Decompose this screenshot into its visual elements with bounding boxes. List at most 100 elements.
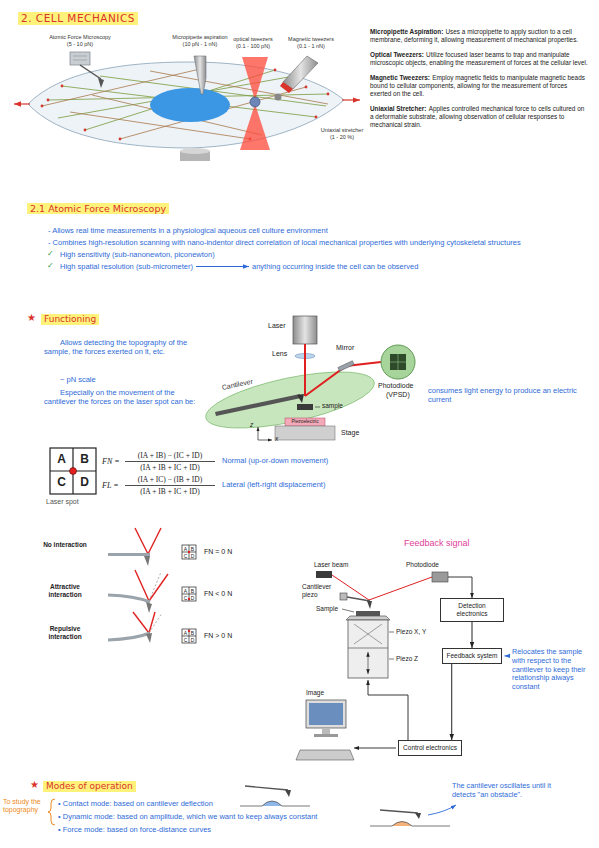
interaction-sketch — [108, 528, 196, 643]
figure-label: Lens — [272, 350, 287, 358]
cell-illustration-part-part — [84, 129, 87, 132]
handwritten-note: ~ pN scale — [60, 375, 96, 384]
cell-illustration-part — [242, 57, 268, 100]
afm-setup-part — [285, 418, 325, 426]
box-text: Control electronics — [403, 744, 457, 752]
interaction-sketch-part — [182, 552, 196, 553]
section-heading: Modes of operation — [43, 781, 136, 792]
quadrant-letter: B — [189, 546, 196, 552]
afm-setup-part — [258, 427, 259, 440]
mode-sketch-part — [285, 790, 291, 797]
afm-setup — [201, 316, 415, 440]
mode-sketch-part — [240, 801, 310, 806]
afm-setup-part — [215, 394, 301, 416]
cell-illustration-part — [73, 56, 87, 57]
figure-label: (VPSD) — [386, 391, 410, 399]
quadrant-letter: A — [50, 452, 73, 466]
cell-illustration-part-part — [41, 105, 44, 108]
formula: FL = — [102, 481, 119, 491]
star-mark: ★ — [27, 312, 36, 324]
quadrant-letter: B — [189, 630, 196, 636]
figure-label: (0.1 - 1 nN) — [283, 43, 339, 50]
flow-arrow — [451, 664, 452, 740]
cell-illustration-part-part — [47, 99, 50, 102]
feedback-loop-sketch-part — [448, 577, 472, 598]
feedback-loop-sketch-part — [309, 703, 343, 725]
feedback-loop-sketch-part — [322, 728, 330, 734]
figure-label: Laser spot — [46, 498, 79, 506]
handwritten-note: anything occurring inside the cell can b… — [252, 262, 418, 271]
interaction-sketch-part — [108, 633, 150, 640]
formula: (IA + IB) − (IC + ID) — [125, 451, 215, 460]
mode-sketch-part — [370, 822, 450, 827]
feedback-loop-sketch-part — [356, 611, 380, 616]
feedback-loop-sketch-part — [354, 624, 382, 644]
interaction-sketch-part — [189, 545, 190, 559]
mode-sketch-part — [245, 786, 288, 790]
feedback-loop-sketch-part — [368, 652, 369, 674]
feedback-loop-sketch-part — [367, 601, 372, 609]
quadrant-letter: D — [189, 553, 196, 559]
box-text: Feedback system — [447, 652, 498, 660]
feedback-loop-sketch-part — [296, 750, 354, 760]
cell-illustration-part-part — [327, 93, 330, 96]
feedback-loop-sketch-part — [389, 659, 394, 660]
mode-sketch-part — [380, 810, 418, 813]
cell-illustration-part-part — [119, 138, 122, 141]
handwritten-note: - Allows real time measurements in a phy… — [48, 226, 328, 235]
description-paragraph: Optical Tweezers:Utilize focused laser b… — [370, 51, 588, 67]
cell-illustration-part-part — [315, 116, 318, 119]
handwritten-note: • Force mode: based on force-distance cu… — [58, 825, 211, 834]
figure-label: Cantilever — [221, 378, 254, 393]
interaction-sketch-part — [182, 545, 196, 559]
axis-label: x — [275, 435, 278, 443]
formula: FN = — [102, 457, 120, 467]
process-box: Feedback system — [442, 648, 503, 664]
cell-illustration-part — [275, 94, 282, 101]
quadrant-letter: A — [182, 546, 189, 552]
section-heading: 2.1 Atomic Force Microscopy — [27, 203, 169, 214]
quadrant-letter: C — [182, 553, 189, 559]
figure-label: Laser beam — [314, 561, 348, 569]
star-mark: ★ — [30, 779, 39, 791]
figure-label: Mirror — [336, 344, 354, 352]
quadrant-letter: D — [189, 595, 196, 601]
cell-illustration-part — [240, 104, 270, 150]
handwritten-note: Relocates the sample with respect to the… — [512, 648, 594, 692]
feedback-loop-sketch-part — [432, 572, 448, 582]
handwritten-note: • Dynamic mode: based on amplitude, whic… — [58, 812, 317, 821]
quadrant-letter: C — [182, 595, 189, 601]
interaction-sketch-part — [188, 630, 190, 632]
interaction-sketch-part — [108, 553, 150, 556]
figure-label: (1 - 20 %) — [318, 134, 366, 141]
interaction-sketch-part — [135, 528, 148, 554]
cell-illustration-part — [73, 60, 87, 61]
note-arrow — [196, 266, 249, 267]
interaction-sketch-part — [146, 633, 152, 643]
mode-sketch — [48, 786, 456, 826]
feedback-loop-sketch-part — [389, 632, 394, 633]
interaction-sketch-part — [182, 636, 196, 637]
interaction-sketch-part — [148, 528, 161, 554]
cell-illustration-part-part — [305, 86, 308, 89]
figure-label: Attractive interaction — [35, 583, 95, 599]
interaction-sketch-part — [133, 612, 149, 633]
feedback-loop-sketch-part — [348, 620, 388, 678]
cell-illustration-part — [280, 82, 293, 93]
handwritten-note: - Combines high-resolution scanning with… — [48, 238, 521, 247]
laser-spot-quadrant-part — [50, 448, 96, 494]
check-mark: ✓ — [47, 249, 54, 259]
formula: FN > 0 N — [204, 632, 232, 640]
cell-illustration-part — [180, 148, 210, 154]
feedback-loop-sketch-part — [342, 609, 354, 612]
cell-illustration-part — [250, 97, 260, 107]
interaction-sketch-part — [108, 595, 150, 602]
feedback-loop-sketch-part — [368, 680, 408, 740]
cell-illustration-part — [98, 78, 104, 88]
quadrant-letter: B — [73, 452, 96, 466]
description-paragraph: Uniaxial Stretcher:Applies controlled me… — [370, 105, 588, 129]
figure-label: optical tweezers — [225, 36, 281, 43]
quadrant-letter: B — [189, 588, 196, 594]
afm-setup-part — [258, 440, 272, 441]
